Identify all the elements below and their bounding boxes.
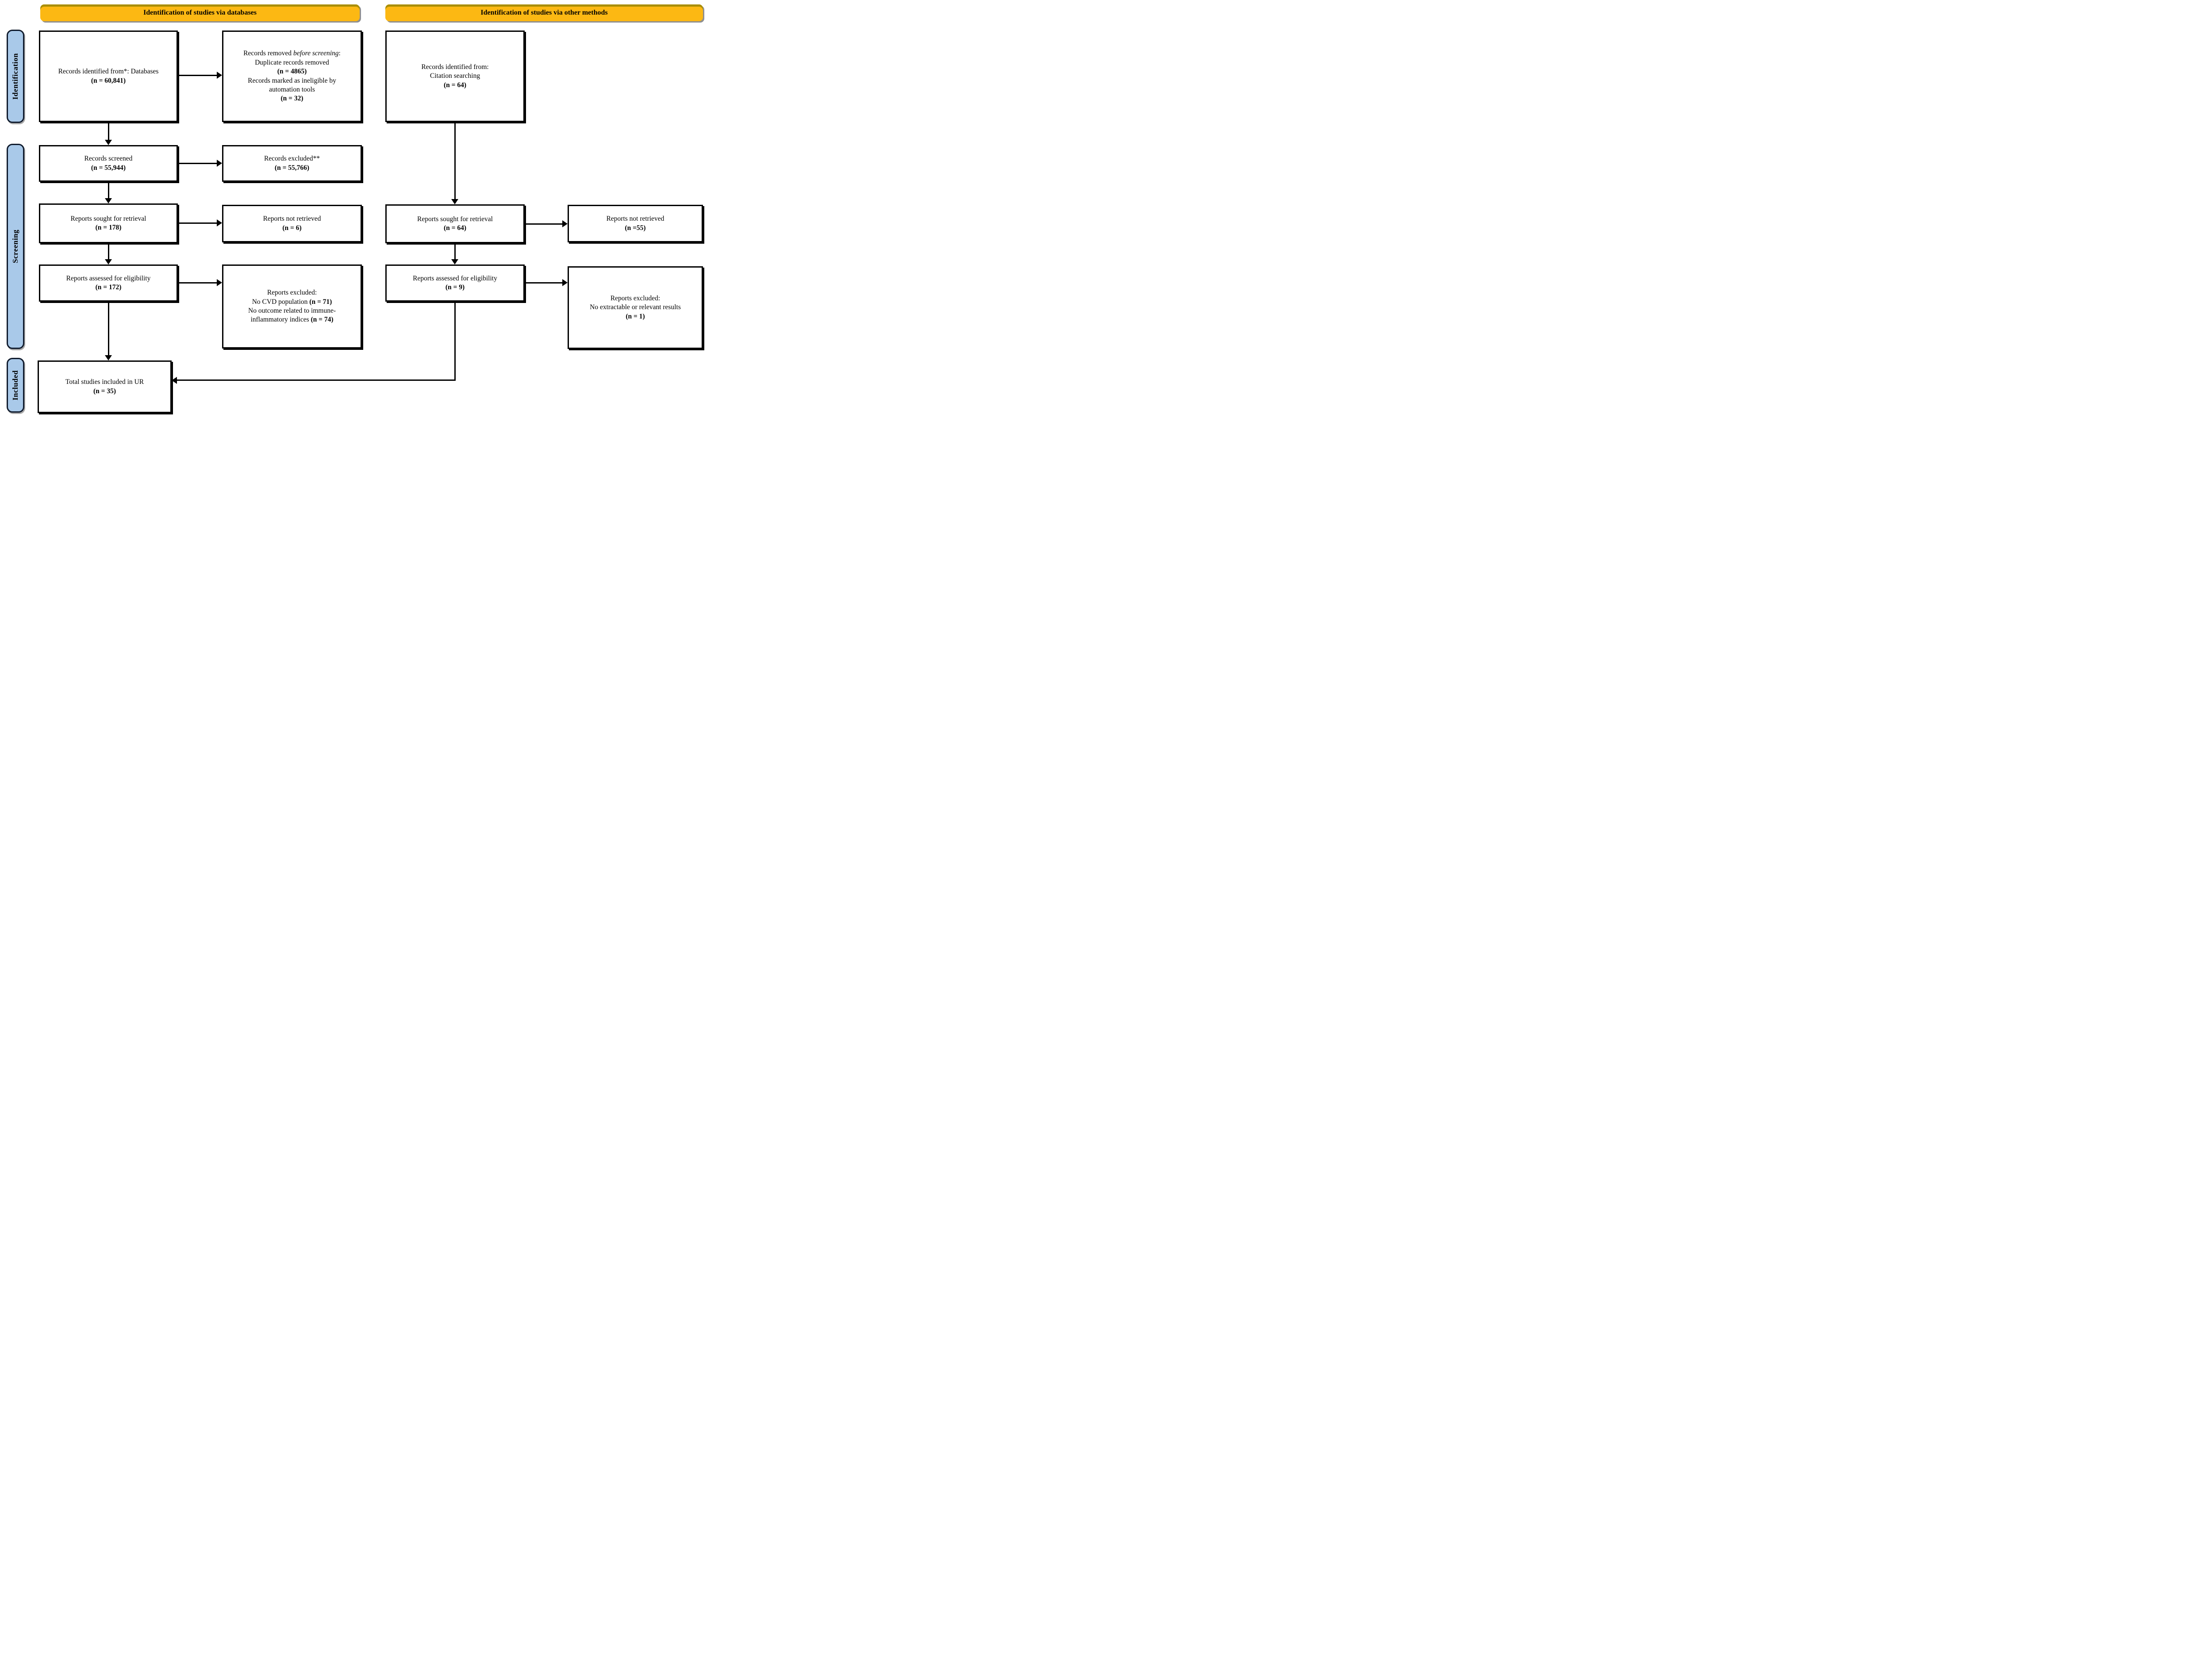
box-text-line: Records marked as ineligible by	[248, 77, 336, 84]
box-text-line: No outcome related to immune-	[248, 307, 336, 314]
stage-included: Included	[7, 358, 24, 413]
connector-assessed-other-to-excluded	[525, 282, 562, 284]
box-text-line: Citation searching	[430, 72, 480, 80]
connector-screened-to-sought	[108, 182, 109, 199]
box-reports-sought-databases: Reports sought for retrieval (n = 178)	[39, 203, 178, 243]
header-databases: Identification of studies via databases	[40, 4, 360, 21]
box-text-line: Duplicate records removed	[255, 58, 329, 66]
box-reports-assessed-databases: Reports assessed for eligibility (n = 17…	[39, 264, 178, 302]
box-text-segment-bold: (n = 71)	[309, 298, 332, 306]
connector-screened-to-excluded	[178, 163, 217, 164]
arrow-right-icon	[217, 279, 222, 286]
box-text-count: (n = 35)	[93, 387, 116, 395]
connector-sought-to-notretrieved	[178, 222, 217, 224]
box-text-count: (n = 32)	[280, 95, 303, 103]
box-text-line: Records identified from:	[421, 63, 489, 71]
box-text-line: Reports excluded:	[610, 294, 661, 302]
arrow-left-icon	[172, 377, 177, 384]
box-text-count: (n = 4865)	[277, 68, 307, 76]
connector-citation-to-sought	[454, 122, 456, 200]
arrow-right-icon	[562, 279, 568, 286]
arrow-down-icon	[105, 140, 112, 145]
box-text-line: Records screened	[84, 155, 133, 163]
arrow-right-icon	[217, 72, 222, 79]
connector-sought-other-to-assessed	[454, 243, 456, 260]
box-text-line: Reports assessed for eligibility	[66, 274, 151, 282]
box-text-line: Records identified from*: Databases	[58, 68, 159, 76]
box-text-line: Reports sought for retrieval	[70, 215, 146, 222]
connector-assessed-other-elbow-vertical	[454, 302, 456, 381]
stage-included-label: Included	[11, 370, 19, 401]
connector-assessed-other-elbow-horizontal	[177, 379, 456, 381]
box-text-count: (n = 64)	[443, 81, 467, 89]
connector-sought-other-to-notretrieved	[525, 223, 562, 225]
stage-screening-label: Screening	[11, 230, 19, 263]
connector-identified-to-screened	[108, 122, 109, 141]
box-text-segment-italic: before screening	[293, 50, 339, 57]
box-records-identified-citation: Records identified from: Citation search…	[385, 31, 525, 122]
box-text-line: Records removed before screening:	[243, 49, 341, 58]
box-text-line: Records excluded**	[264, 155, 320, 163]
box-records-screened: Records screened (n = 55,944)	[39, 145, 178, 182]
box-text-count: (n =55)	[625, 224, 646, 232]
box-text-count: (n = 60,841)	[91, 77, 126, 84]
box-text-line: No extractable or relevant results	[590, 303, 681, 311]
box-text-segment: inflammatory indices	[250, 316, 311, 324]
prisma-flow-diagram: Identification of studies via databases …	[0, 0, 705, 417]
box-reports-sought-other: Reports sought for retrieval (n = 64)	[385, 204, 525, 243]
box-reports-not-retrieved-other: Reports not retrieved (n =55)	[568, 205, 703, 242]
box-text-line: inflammatory indices (n = 74)	[250, 315, 333, 324]
box-records-removed-before-screening: Records removed before screening: Duplic…	[222, 31, 362, 122]
box-text-segment: :	[338, 50, 341, 57]
connector-assessed-to-excluded	[178, 282, 217, 284]
header-other-methods: Identification of studies via other meth…	[385, 4, 703, 21]
header-other-methods-label: Identification of studies via other meth…	[480, 9, 608, 16]
arrow-right-icon	[217, 160, 222, 167]
box-text-line: Reports not retrieved	[263, 215, 321, 223]
box-text-line: Total studies included in UR	[65, 378, 144, 386]
box-text-count: (n = 55,766)	[274, 164, 310, 172]
box-reports-assessed-other: Reports assessed for eligibility (n = 9)	[385, 264, 525, 302]
box-reports-excluded-other: Reports excluded: No extractable or rele…	[568, 266, 703, 349]
header-databases-label: Identification of studies via databases	[143, 9, 257, 16]
arrow-down-icon	[451, 199, 458, 204]
box-text-line: Reports not retrieved	[606, 215, 664, 223]
box-total-included: Total studies included in UR (n = 35)	[38, 360, 172, 413]
connector-sought-to-assessed	[108, 243, 109, 260]
box-records-identified-databases: Records identified from*: Databases (n =…	[39, 31, 178, 122]
box-records-excluded: Records excluded** (n = 55,766)	[222, 145, 362, 182]
arrow-down-icon	[451, 259, 458, 264]
arrow-down-icon	[105, 355, 112, 360]
box-text-line: automation tools	[269, 85, 315, 93]
box-reports-excluded-databases: Reports excluded: No CVD population (n =…	[222, 264, 362, 349]
box-text-segment: No CVD population	[252, 298, 310, 306]
box-text-count: (n = 1)	[626, 312, 645, 320]
stage-screening: Screening	[7, 144, 24, 349]
box-text-count: (n = 55,944)	[91, 164, 126, 172]
box-text-count: (n = 172)	[95, 284, 122, 291]
box-text-count: (n = 6)	[282, 224, 302, 232]
stage-identification: Identification	[7, 30, 24, 123]
box-text-line: No CVD population (n = 71)	[252, 298, 332, 307]
box-text-line: Reports assessed for eligibility	[413, 274, 497, 282]
connector-identified-to-removed	[178, 75, 217, 76]
arrow-down-icon	[105, 198, 112, 203]
connector-assessed-to-total	[108, 302, 109, 356]
arrow-right-icon	[562, 220, 568, 227]
box-text-line: Reports sought for retrieval	[417, 215, 493, 223]
box-text-segment: Records removed	[243, 50, 293, 57]
box-reports-not-retrieved-databases: Reports not retrieved (n = 6)	[222, 205, 362, 242]
box-text-line: Reports excluded:	[267, 289, 317, 297]
arrow-right-icon	[217, 219, 222, 226]
stage-identification-label: Identification	[11, 53, 19, 100]
box-text-count: (n = 64)	[443, 224, 467, 232]
box-text-count: (n = 178)	[95, 224, 122, 231]
arrow-down-icon	[105, 259, 112, 264]
box-text-count: (n = 9)	[445, 284, 465, 291]
box-text-segment-bold: (n = 74)	[311, 316, 334, 324]
